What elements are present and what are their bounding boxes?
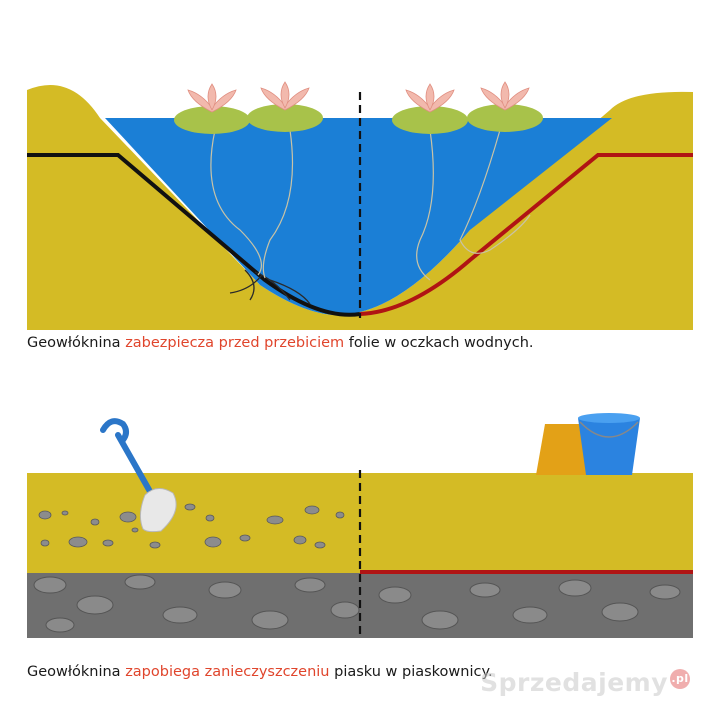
sandbox-diagram bbox=[27, 413, 693, 638]
caption-highlight: zapobiega zanieczyszczeniu bbox=[125, 664, 330, 680]
sandbox-caption: Geowłóknina zapobiega zanieczyszczeniu p… bbox=[27, 664, 493, 680]
watermark: Sprzedajemy.pl bbox=[480, 668, 690, 697]
bucket-icon bbox=[536, 413, 640, 475]
pebbles bbox=[38, 503, 345, 549]
liner-left bbox=[27, 153, 361, 317]
plant-stems bbox=[210, 129, 531, 281]
watermark-badge: .pl bbox=[670, 668, 690, 689]
caption-text: piasku w piaskownicy. bbox=[329, 664, 493, 680]
caption-text: Geowłóknina bbox=[27, 335, 126, 351]
pond-caption: Geowłóknina zabezpiecza przed przebiciem… bbox=[27, 335, 534, 351]
liner-right bbox=[359, 153, 693, 316]
roots-icon bbox=[229, 269, 311, 305]
pond-diagram bbox=[27, 81, 693, 330]
caption-text: folie w oczkach wodnych. bbox=[344, 335, 534, 351]
pond-soil bbox=[27, 84, 693, 330]
pond-water bbox=[105, 118, 612, 316]
caption-text: Geowłóknina bbox=[27, 664, 126, 680]
watermark-text: Sprzedajemy bbox=[480, 668, 668, 697]
water-lily-icon bbox=[174, 81, 543, 134]
stone-texture bbox=[33, 574, 681, 633]
caption-highlight: zabezpiecza przed przebiciem bbox=[125, 335, 345, 351]
shovel-icon bbox=[100, 418, 177, 533]
